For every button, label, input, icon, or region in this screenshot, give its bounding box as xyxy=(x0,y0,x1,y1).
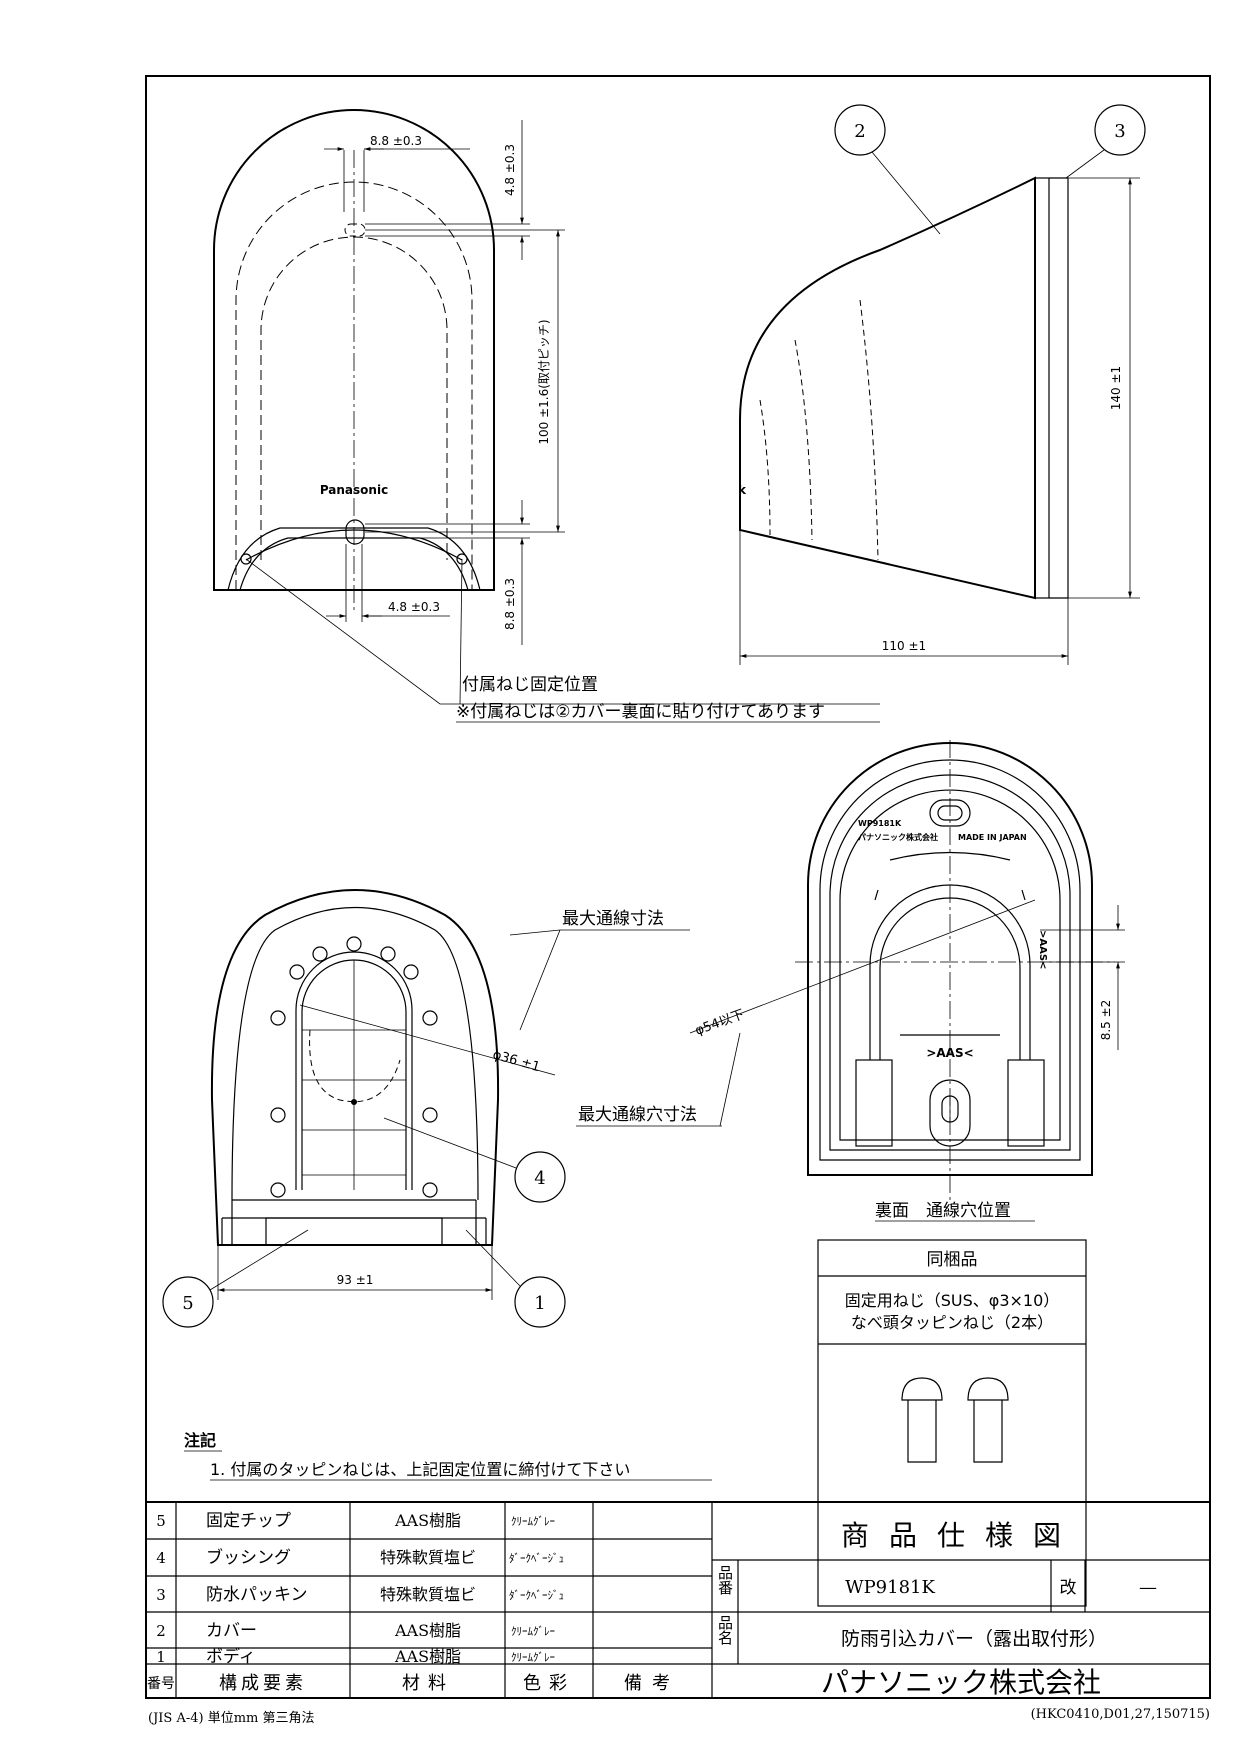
svg-text:ｸﾘｰﾑｸﾞﾚｰ: ｸﾘｰﾑｸﾞﾚｰ xyxy=(511,1625,555,1638)
svg-text:ｸﾘｰﾑｸﾞﾚｰ: ｸﾘｰﾑｸﾞﾚｰ xyxy=(511,1651,555,1664)
svg-text:3: 3 xyxy=(156,1586,166,1604)
svg-text:番号: 番号 xyxy=(147,1676,175,1692)
brand-mark-side: k xyxy=(738,483,747,497)
svg-text:AAS樹脂: AAS樹脂 xyxy=(394,1511,461,1530)
svg-text:固定チップ: 固定チップ xyxy=(206,1511,291,1531)
svg-text:ﾀﾞｰｸﾍﾞｰｼﾞｭ: ﾀﾞｰｸﾍﾞｰｼﾞｭ xyxy=(509,1589,564,1602)
dim-side-height: 140 ±1 xyxy=(1109,366,1123,410)
dim-mount-pitch: 100 ±1.6(取付ピッチ) xyxy=(537,319,551,444)
dim-side-depth: 110 ±1 xyxy=(882,639,926,653)
back-material-mark: >AAS< xyxy=(926,1046,973,1060)
table-header: 番号 構成要素 材料 色彩 備考 xyxy=(147,1673,680,1694)
svg-text:特殊軟質塩ビ: 特殊軟質塩ビ xyxy=(380,1585,476,1604)
svg-text:2: 2 xyxy=(156,1622,166,1640)
dim-max-hole: φ54以下 xyxy=(693,1007,746,1039)
svg-text:材料: 材料 xyxy=(402,1673,454,1694)
dim-bottom-width: 93 ±1 xyxy=(337,1273,374,1287)
notes-item-1: 1. 付属のタッピンねじは、上記固定位置に締付けて下さい xyxy=(210,1460,630,1479)
svg-text:5: 5 xyxy=(156,1512,166,1530)
svg-text:特殊軟質塩ビ: 特殊軟質塩ビ xyxy=(380,1548,476,1567)
label-screw-position: 付属ねじ固定位置 xyxy=(462,675,598,695)
svg-text:防水パッキン: 防水パッキン xyxy=(206,1585,308,1605)
label-max-wire-size: 最大通線寸法 xyxy=(562,909,664,929)
side-view: k xyxy=(738,176,1069,600)
revision-label: 改 xyxy=(1060,1578,1077,1598)
back-material-mark-vertical: >AAS< xyxy=(1037,930,1048,969)
svg-text:AAS樹脂: AAS樹脂 xyxy=(394,1647,461,1666)
balloon-1: 1 xyxy=(465,1229,566,1328)
accessory-line2: なべ頭タッピンねじ（2本） xyxy=(851,1313,1053,1332)
svg-text:5: 5 xyxy=(182,1293,193,1314)
accessory-box: 同梱品 固定用ねじ（SUS、φ3×10） なべ頭タッピンねじ（2本） xyxy=(817,1239,1087,1607)
footer-standard: (JIS A-4) 単位mm 第三角法 xyxy=(148,1710,315,1726)
svg-text:ボディ: ボディ xyxy=(206,1646,256,1667)
brand-mark: Panasonic xyxy=(320,483,388,497)
title-block: 商品仕様図 品番 WP9181K 改 — 品名 防雨引込カバー（露出取付形） パ… xyxy=(716,1519,1157,1699)
svg-text:ﾀﾞｰｸﾍﾞｰｼﾞｭ: ﾀﾞｰｸﾍﾞｰｼﾞｭ xyxy=(509,1552,564,1565)
svg-text:1: 1 xyxy=(534,1293,545,1314)
svg-text:2: 2 xyxy=(854,121,865,142)
svg-text:ブッシング: ブッシング xyxy=(206,1547,291,1568)
notes: 注記 1. 付属のタッピンねじは、上記固定位置に締付けて下さい xyxy=(184,1431,712,1481)
part-no: WP9181K xyxy=(845,1577,935,1598)
product-name: 防雨引込カバー（露出取付形） xyxy=(841,1628,1107,1650)
back-model-mark: WP9181K xyxy=(858,819,902,828)
side-dimensions: 140 ±1 110 ±1 xyxy=(739,177,1140,665)
table-row: 1 ボディ AAS樹脂 ｸﾘｰﾑｸﾞﾚｰ xyxy=(156,1646,555,1667)
svg-text:1: 1 xyxy=(156,1648,166,1666)
screw-icon-2 xyxy=(967,1377,1009,1463)
table-row: 3 防水パッキン 特殊軟質塩ビ ﾀﾞｰｸﾍﾞｰｼﾞｭ xyxy=(156,1585,564,1605)
bushing-view xyxy=(210,889,500,1246)
svg-text:構成要素: 構成要素 xyxy=(219,1673,307,1694)
svg-text:4: 4 xyxy=(534,1168,545,1189)
accessory-title: 同梱品 xyxy=(927,1250,978,1270)
product-label: 品名 xyxy=(716,1615,734,1645)
back-dimensions: 8.5 ±2 φ54以下 最大通線穴寸法 裏面 通線穴位置 xyxy=(576,899,1125,1222)
part-no-label: 品番 xyxy=(716,1565,734,1595)
svg-text:ｸﾘｰﾑｸﾞﾚｰ: ｸﾘｰﾑｸﾞﾚｰ xyxy=(511,1515,555,1528)
title-block-title: 商品仕様図 xyxy=(841,1519,1081,1552)
svg-text:色彩: 色彩 xyxy=(523,1673,575,1694)
dim-top-slot-width: 8.8 ±0.3 xyxy=(370,134,422,148)
revision: — xyxy=(1139,1577,1157,1598)
label-screw-note: ※付属ねじは②カバー裏面に貼り付けてあります xyxy=(456,701,825,722)
svg-text:カバー: カバー xyxy=(206,1621,257,1641)
footer-doc-code: (HKC0410,D01,27,150715) xyxy=(1031,1707,1210,1722)
svg-text:備考: 備考 xyxy=(624,1673,680,1694)
back-view: WP9181K パナソニック株式会社 MADE IN JAPAN >AAS< >… xyxy=(795,740,1115,1205)
back-maker-mark: パナソニック株式会社 xyxy=(858,832,938,842)
front-view: Panasonic xyxy=(213,109,495,610)
svg-text:3: 3 xyxy=(1114,121,1125,142)
parts-rows: 5 固定チップ AAS樹脂 ｸﾘｰﾑｸﾞﾚｰ 4 ブッシング 特殊軟質塩ビ ﾀﾞ… xyxy=(147,1511,680,1694)
screw-position-callout: 付属ねじ固定位置 ※付属ねじは②カバー裏面に貼り付けてあります xyxy=(245,558,880,723)
table-row: 4 ブッシング 特殊軟質塩ビ ﾀﾞｰｸﾍﾞｰｼﾞｭ xyxy=(156,1547,564,1568)
balloon-3: 3 xyxy=(1065,104,1146,179)
balloon-4: 4 xyxy=(383,1117,566,1203)
dim-hole-offset: 8.5 ±2 xyxy=(1099,1000,1113,1041)
svg-text:AAS樹脂: AAS樹脂 xyxy=(394,1621,461,1640)
back-origin-mark: MADE IN JAPAN xyxy=(958,833,1027,842)
company-name: パナソニック株式会社 xyxy=(821,1666,1101,1699)
label-max-wire-hole: 最大通線穴寸法 xyxy=(578,1105,697,1125)
parts-table xyxy=(146,1501,1210,1698)
notes-heading: 注記 xyxy=(184,1431,216,1450)
screw-icon xyxy=(901,1377,943,1463)
dim-top-slot-height: 4.8 ±0.3 xyxy=(503,144,517,196)
label-back-hole-position: 裏面 通線穴位置 xyxy=(875,1200,1011,1221)
dim-bottom-slot-width: 4.8 ±0.3 xyxy=(388,600,440,614)
dim-bottom-slot-height: 8.8 ±0.3 xyxy=(503,578,517,630)
balloon-2: 2 xyxy=(834,104,941,235)
drawing-frame xyxy=(145,75,1211,1699)
table-row: 2 カバー AAS樹脂 ｸﾘｰﾑｸﾞﾚｰ xyxy=(156,1621,555,1641)
svg-text:4: 4 xyxy=(156,1549,166,1567)
accessory-line1: 固定用ねじ（SUS、φ3×10） xyxy=(845,1291,1060,1310)
front-dimensions: 8.8 ±0.3 4.8 ±0.3 100 ±1.6(取付ピッチ) 8.8 ±0… xyxy=(324,120,565,645)
balloon-5: 5 xyxy=(162,1229,309,1328)
table-row: 5 固定チップ AAS樹脂 ｸﾘｰﾑｸﾞﾚｰ xyxy=(156,1511,555,1531)
